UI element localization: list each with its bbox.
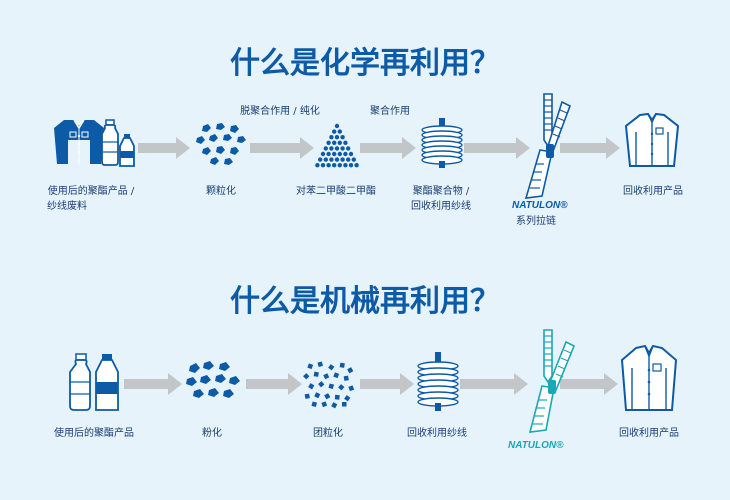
zipper-icon-teal [528,329,576,433]
arrow-10 [560,373,618,395]
arrow-8 [360,373,414,395]
step6-label: 回收利用产品 [623,186,683,197]
m-step6-label: 回收利用产品 [619,428,679,439]
zipper-icon [524,93,572,199]
step2-label: 颗粒化 [206,186,236,197]
powder-icon [186,361,240,398]
bottles-icon [69,353,119,411]
m-step1-label: 使用后的聚酯产品 [54,428,134,439]
step1-label-line2: 纱线废料 [47,201,87,212]
m-step4-label: 回收利用纱线 [407,428,467,439]
arrow-1 [138,137,190,159]
step5-label: 系列拉链 [516,216,556,227]
arrow-5 [560,137,620,159]
shirt-bottles-icon [54,119,135,167]
process-label-polymerization: 聚合作用 [370,106,410,117]
product-shirt-icon-2 [620,344,678,411]
granules-icon [303,361,355,409]
arrow-7 [246,373,302,395]
step4-label-line1: 聚酯聚合物 / [412,186,470,197]
arrow-4 [464,137,530,159]
step4-label-line2: 回收利用纱线 [411,201,471,212]
pellets-icon [196,123,246,165]
process-label-depolymerization: 脱聚合作用 / 纯化 [240,106,320,117]
spool-icon [421,118,463,168]
chemical-recycling-title: 什么是化学再利用？ [230,46,500,81]
m-step3-label: 团粒化 [313,428,343,439]
mechanical-recycling-title: 什么是机械再利用？ [230,284,500,319]
spool-icon-2 [417,352,459,411]
step1-label-line1: 使用后的聚酯产品 / [47,186,135,197]
natulon-brand-label: NATULON® [512,200,568,211]
natulon-brand-label-teal: NATULON® [508,440,564,451]
pyramid-icon [315,123,359,168]
product-shirt-icon [624,112,680,167]
m-step2-label: 粉化 [202,428,222,439]
arrow-9 [460,373,528,395]
arrow-3 [360,137,416,159]
step3-label: 对苯二甲酸二甲酯 [296,186,376,197]
arrow-2 [250,137,314,159]
arrow-6 [124,373,182,395]
